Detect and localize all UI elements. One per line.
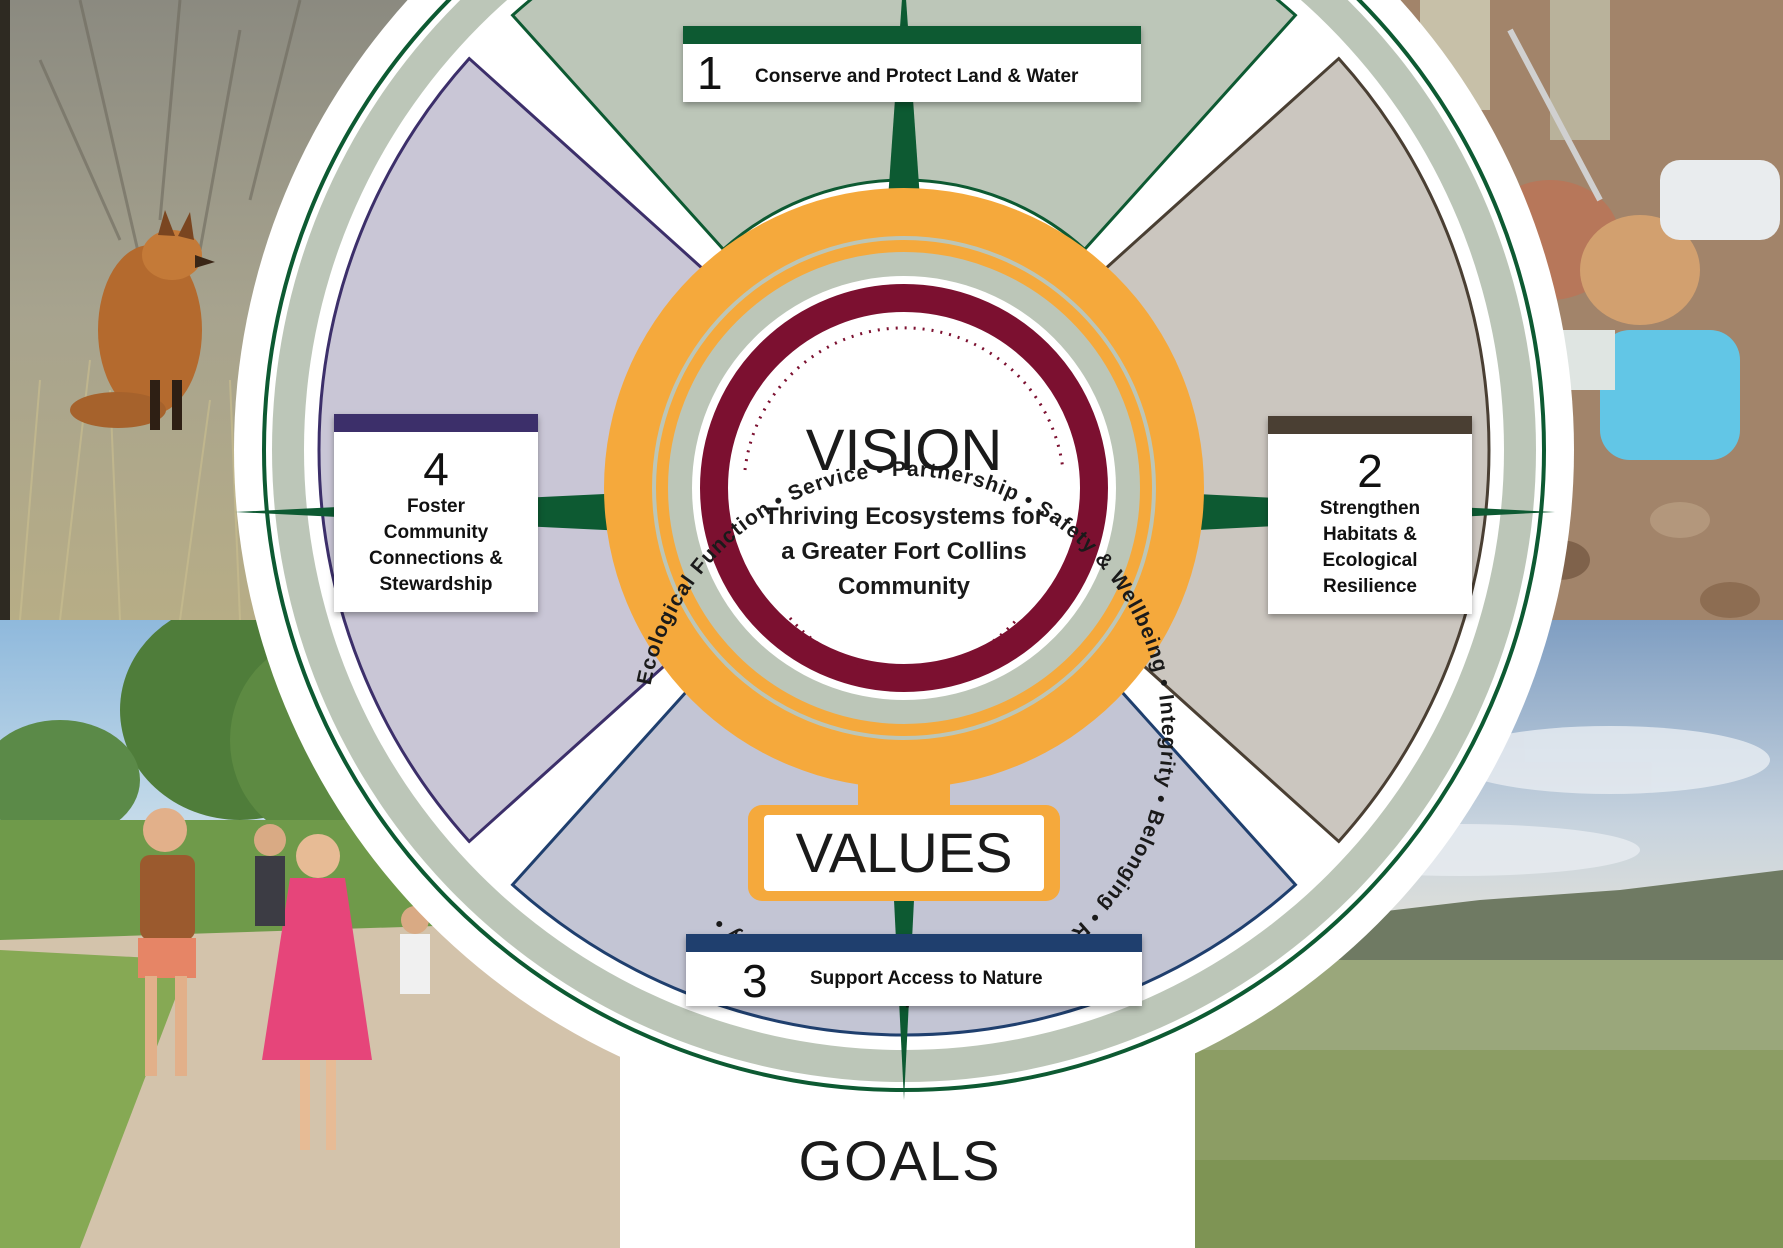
goal-2-label-line-3: Ecological — [1322, 550, 1418, 571]
goal-2-label-line-1: Strengthen — [1319, 498, 1421, 519]
goal-card-3: 3 Support Access to Nature — [686, 934, 1142, 1007]
goal-card-3-bar — [686, 934, 1142, 952]
vision-statement-line-3: Community — [838, 573, 971, 600]
goal-4-label-line-3: Connections & — [368, 548, 504, 569]
goal-4-label-line-4: Stewardship — [379, 574, 493, 595]
goal-2-number: 2 — [1357, 445, 1383, 497]
vision-statement-line-2: a Greater Fort Collins — [781, 538, 1026, 565]
vision-disc — [730, 314, 1078, 662]
vision-heading: VISION — [806, 418, 1003, 483]
goal-1-number: 1 — [697, 47, 723, 99]
goal-card-2: 2 Strengthen Habitats & Ecological Resil… — [1268, 416, 1472, 614]
fox-shape — [70, 210, 215, 430]
goal-4-number: 4 — [423, 443, 449, 495]
goal-2-label: Strengthen Habitats & Ecological Resilie… — [1268, 496, 1472, 600]
goal-card-4: 4 Foster Community Connections & Steward… — [334, 414, 538, 612]
goal-4-label-line-1: Foster — [406, 496, 466, 517]
goal-3-number: 3 — [742, 955, 768, 1007]
goal-2-label-line-4: Resilience — [1323, 576, 1417, 597]
vision-ring — [700, 284, 1108, 692]
goal-card-1-bar — [683, 26, 1141, 44]
goals-heading: GOALS — [798, 1129, 1002, 1192]
goal-4-label: Foster Community Connections & Stewardsh… — [334, 494, 538, 598]
goal-4-label-line-2: Community — [383, 522, 489, 543]
goal-1-label: Conserve and Protect Land & Water — [755, 66, 1079, 87]
vision-statement-line-1: Thriving Ecosystems for — [764, 503, 1044, 530]
goal-3-label: Support Access to Nature — [810, 968, 1043, 989]
goal-card-1: 1 Conserve and Protect Land & Water — [683, 26, 1141, 102]
goal-card-2-bar — [1268, 416, 1472, 434]
values-heading: VALUES — [796, 821, 1013, 884]
values-ring-inner-line — [656, 240, 1152, 736]
values-label-box — [764, 815, 1044, 891]
goal-card-4-bar — [334, 414, 538, 432]
values-ring-stem — [858, 740, 950, 810]
children-figures — [138, 808, 430, 1150]
goal-2-label-line-2: Habitats & — [1323, 524, 1417, 545]
vision-dotted-arc-bottom — [788, 617, 1020, 673]
